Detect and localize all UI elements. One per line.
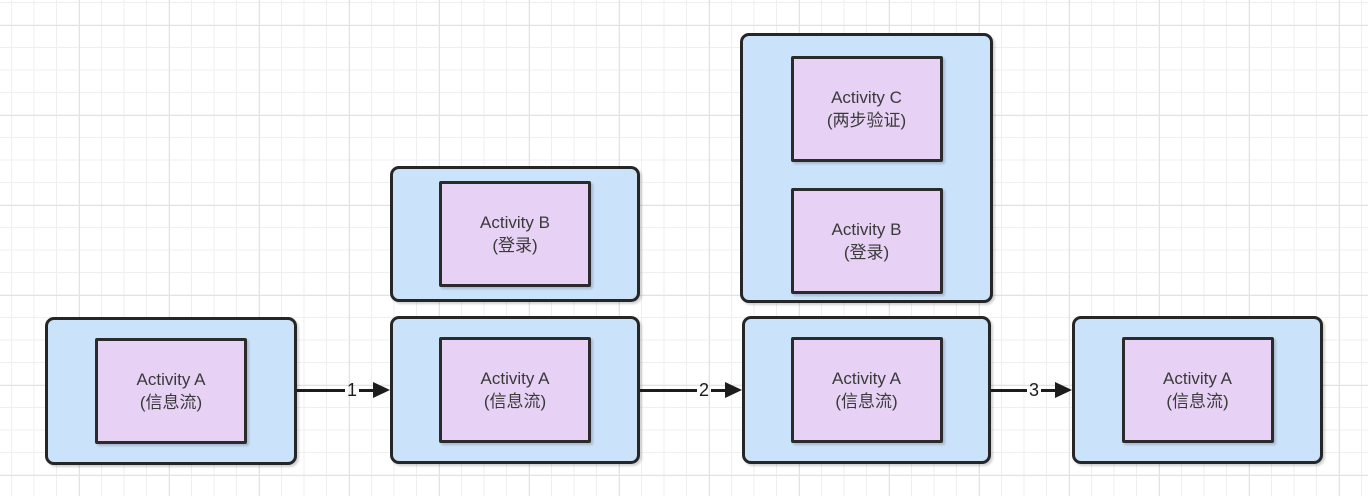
activity-title: Activity B bbox=[831, 220, 902, 239]
activity-title: Activity C bbox=[831, 88, 902, 107]
arrow-label: 2 bbox=[698, 380, 709, 400]
activity-title: Activity A bbox=[1163, 369, 1232, 388]
transition-arrow-2[interactable]: 2 bbox=[640, 381, 742, 399]
activity-subtitle: (信息流) bbox=[139, 393, 203, 412]
activity-node[interactable]: Activity B (登录) bbox=[439, 181, 591, 287]
arrow-line bbox=[1041, 388, 1055, 392]
task-stack-1[interactable]: Activity A (信息流) bbox=[45, 317, 297, 465]
arrowhead-icon bbox=[1055, 382, 1072, 398]
arrow-line bbox=[991, 388, 1027, 392]
arrow-line bbox=[359, 388, 373, 392]
arrowhead-icon bbox=[725, 382, 742, 398]
activity-title: Activity B bbox=[480, 213, 550, 232]
task-stack-2-bottom[interactable]: Activity A (信息流) bbox=[390, 316, 640, 464]
activity-node[interactable]: Activity C (两步验证) bbox=[790, 56, 943, 162]
task-stack-3-bottom[interactable]: Activity A (信息流) bbox=[742, 316, 991, 464]
task-stack-4[interactable]: Activity A (信息流) bbox=[1072, 316, 1323, 464]
arrow-line bbox=[640, 388, 697, 392]
arrowhead-icon bbox=[373, 382, 390, 398]
activity-subtitle: (两步验证) bbox=[826, 111, 907, 130]
activity-subtitle: (信息流) bbox=[1166, 392, 1229, 411]
transition-arrow-3[interactable]: 3 bbox=[991, 381, 1072, 399]
task-stack-2-top[interactable]: Activity B (登录) bbox=[390, 166, 640, 302]
activity-subtitle: (登录) bbox=[843, 243, 890, 262]
activity-title: Activity A bbox=[480, 369, 550, 388]
arrow-label: 1 bbox=[346, 380, 357, 400]
task-stack-3-top[interactable]: Activity C (两步验证) Activity B (登录) bbox=[740, 33, 993, 303]
activity-node[interactable]: Activity A (信息流) bbox=[439, 337, 591, 443]
arrow-label: 3 bbox=[1028, 380, 1039, 400]
activity-subtitle: (信息流) bbox=[835, 392, 898, 411]
arrow-line bbox=[297, 388, 345, 392]
activity-node[interactable]: Activity A (信息流) bbox=[95, 338, 247, 444]
activity-title: Activity A bbox=[136, 370, 206, 389]
activity-subtitle: (登录) bbox=[492, 236, 538, 255]
transition-arrow-1[interactable]: 1 bbox=[297, 381, 390, 399]
activity-node[interactable]: Activity A (信息流) bbox=[790, 337, 943, 443]
activity-subtitle: (信息流) bbox=[483, 392, 547, 411]
activity-title: Activity A bbox=[832, 369, 901, 388]
arrow-line bbox=[711, 388, 725, 392]
activity-node[interactable]: Activity B (登录) bbox=[790, 188, 943, 294]
activity-node[interactable]: Activity A (信息流) bbox=[1121, 337, 1274, 443]
